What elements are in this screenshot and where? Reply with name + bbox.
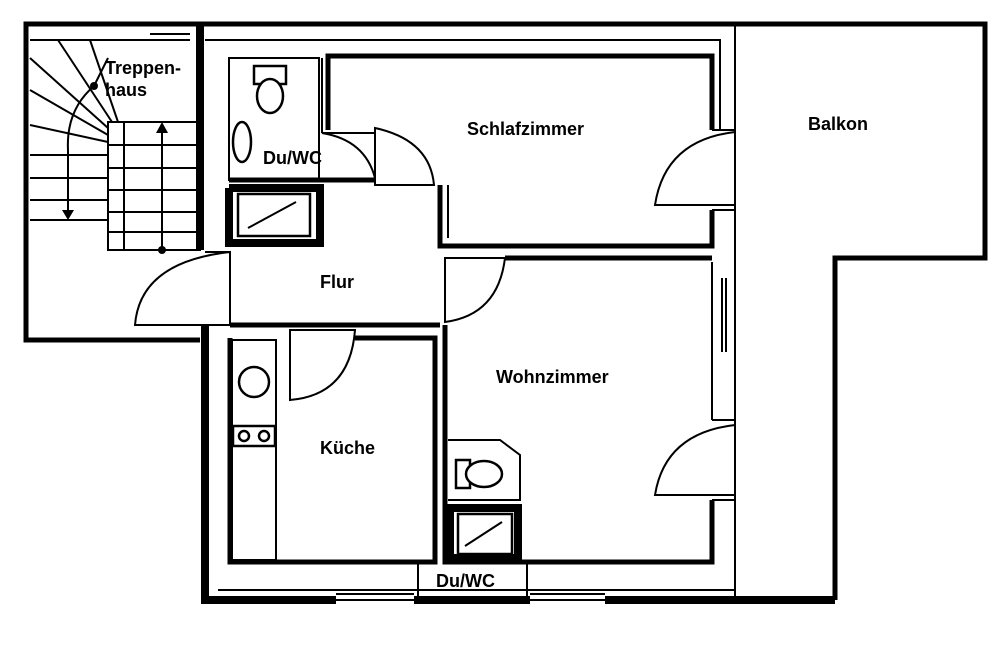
- kitchen: [227, 335, 438, 565]
- outer-walls: [23, 21, 988, 604]
- label-living-room: Wohnzimmer: [496, 367, 609, 387]
- hallway: [133, 250, 712, 402]
- label-bedroom: Schlafzimmer: [467, 119, 584, 139]
- stairwell: [29, 24, 204, 254]
- label-balcony: Balkon: [808, 114, 868, 134]
- label-kitchen: Küche: [320, 438, 375, 458]
- label-stairwell-2: haus: [105, 80, 147, 100]
- bedroom: [325, 53, 736, 249]
- lower-bathroom: [417, 439, 528, 598]
- windows: [336, 593, 605, 604]
- label-bath-upper: Du/WC: [263, 148, 322, 168]
- upper-bathroom: [225, 57, 376, 247]
- living-room: [442, 262, 736, 565]
- label-bath-lower: Du/WC: [436, 571, 495, 591]
- label-stairwell-1: Treppen-: [105, 58, 181, 78]
- label-hallway: Flur: [320, 272, 354, 292]
